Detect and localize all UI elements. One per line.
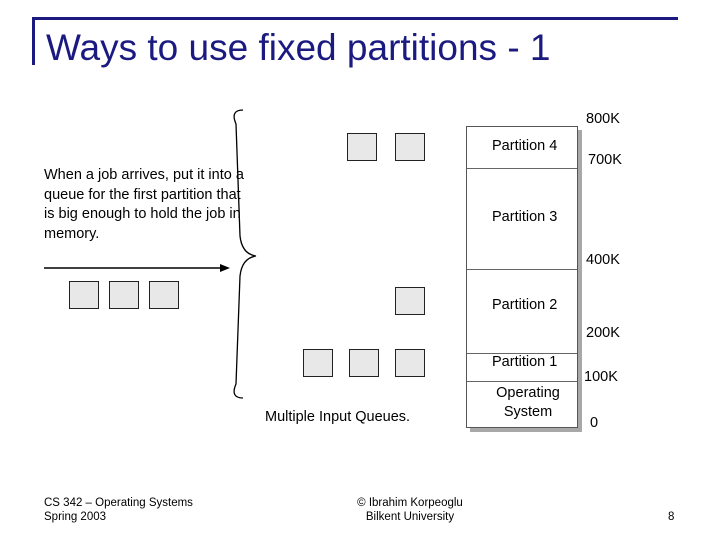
- footer-copyright: © Ibrahim Korpeoglu: [357, 497, 463, 509]
- footer-course-info: CS 342 – Operating Systems Spring 2003: [44, 496, 193, 524]
- queue-job-box: [303, 349, 333, 377]
- queue-job-box: [395, 133, 425, 161]
- partition-label: Partition 1: [492, 354, 558, 370]
- footer-copyright-info: © Ibrahim Korpeoglu Bilkent University: [340, 496, 480, 524]
- queue-job-box: [395, 349, 425, 377]
- waiting-job-box: [69, 281, 99, 309]
- curly-brace: [233, 109, 257, 399]
- queue-job-box: [349, 349, 379, 377]
- partition-label: Partition 4: [492, 138, 558, 154]
- waiting-job-box: [109, 281, 139, 309]
- footer-course: CS 342 – Operating Systems: [44, 497, 193, 509]
- queue-job-box: [347, 133, 377, 161]
- partition-divider: [467, 353, 577, 354]
- boundary-label: 0: [590, 415, 599, 431]
- boundary-label: 200K: [586, 325, 620, 341]
- memory-block: [466, 126, 578, 428]
- queues-label: Multiple Input Queues.: [265, 409, 411, 425]
- page-number: 8: [668, 511, 675, 523]
- description-text: When a job arrives, put it into a queue …: [44, 167, 244, 242]
- boundary-label: 100K: [584, 369, 618, 385]
- waiting-job-box: [149, 281, 179, 309]
- partition-divider: [467, 168, 577, 169]
- queue-job-box: [395, 287, 425, 315]
- footer-university: Bilkent University: [365, 511, 455, 523]
- title-frame-top: [32, 17, 678, 20]
- boundary-label: 800K: [586, 111, 620, 127]
- footer-term: Spring 2003: [44, 511, 107, 523]
- incoming-job-arrow: [44, 264, 230, 272]
- os-label: Operating System: [496, 385, 560, 420]
- boundary-label: 400K: [586, 252, 620, 268]
- partition-label: Partition 3: [492, 209, 558, 225]
- partition-label: Partition 2: [492, 297, 558, 313]
- partition-divider: [467, 381, 577, 382]
- partition-divider: [467, 269, 577, 270]
- title-frame-left: [32, 17, 35, 65]
- slide-title: Ways to use fixed partitions - 1: [46, 27, 551, 68]
- boundary-label: 700K: [588, 152, 622, 168]
